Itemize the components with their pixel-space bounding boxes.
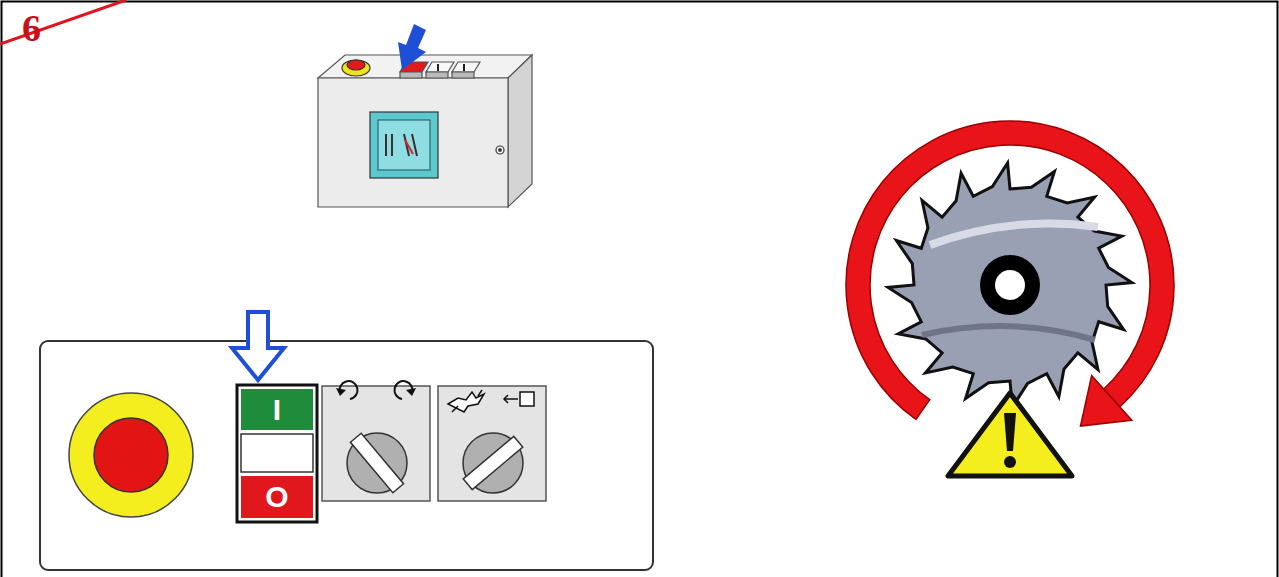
start-button: I [241,389,313,430]
rotation-arrow [846,121,1174,419]
warning-sign [948,393,1072,476]
blade-shade [922,326,1095,340]
step-number: 6 [22,6,41,50]
emergency-stop [94,418,168,492]
mode-selector [438,386,546,501]
button-symbol: I [273,393,281,427]
blade [888,163,1132,407]
saw-blade [846,121,1174,426]
indicator-lamp [241,434,313,472]
direction-selector [322,381,430,501]
button-symbol: O [265,480,288,514]
blade-shine [930,224,1098,245]
blade-hub [980,255,1040,315]
control-box [318,55,532,207]
emergency-stop [69,393,193,517]
stop-button: O [241,476,313,518]
pointer-arrow [398,24,426,70]
pointer-arrow [232,312,284,380]
push-button-housing [237,385,317,522]
control-panel [40,341,653,570]
corner-slash [0,0,126,44]
rotation-arrow-head [1080,376,1131,426]
blade-bore [995,270,1025,300]
